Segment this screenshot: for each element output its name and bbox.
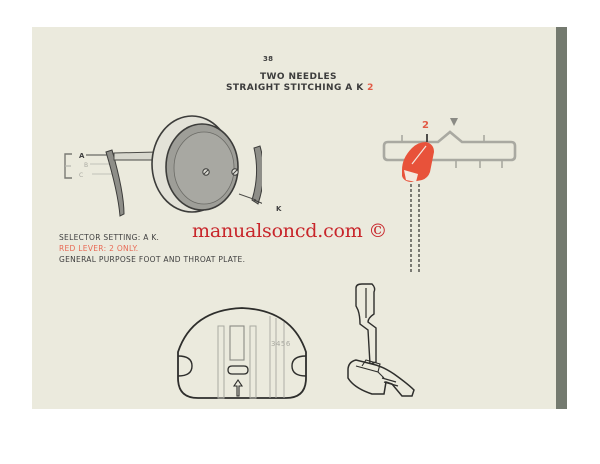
foot-and-plate-text: GENERAL PURPOSE FOOT AND THROAT PLATE. [59,255,246,264]
lever-scale-icon [382,118,517,272]
selector-setting-text: SELECTOR SETTING: A K. [59,233,160,242]
dial-label-k: K [276,205,282,213]
lever-scale-figure: 2 [378,112,528,272]
throat-plate-icon [177,307,307,399]
page-title-line-2: STRAIGHT STITCHING A K 2 [226,83,374,93]
red-lever-text: RED LEVER: 2 ONLY. [59,244,139,253]
dial-label-b: B [84,162,88,169]
instructions: SELECTOR SETTING: A K. RED LEVER: 2 ONLY… [59,232,245,265]
throat-plate-figure: 3456 [172,304,312,404]
dial-label-c: C [79,172,83,179]
title-stitch-setting: STRAIGHT STITCHING A K [226,83,364,93]
page-number: 38 [263,55,274,63]
watermark: manualsoncd.com © [192,220,388,242]
page-spine-shadow [556,27,567,409]
presser-foot-icon [347,283,415,397]
title-lever-number: 2 [367,83,374,93]
page-title-line-1: TWO NEEDLES [260,72,337,82]
selector-dial-figure: A B C K [62,112,281,230]
selector-dial-icon: A B C [64,115,262,217]
throat-plate-numbers: 3456 [271,340,291,348]
dial-label-a: A [79,152,85,160]
lever-number-label: 2 [422,120,429,131]
presser-foot-figure [342,278,422,398]
